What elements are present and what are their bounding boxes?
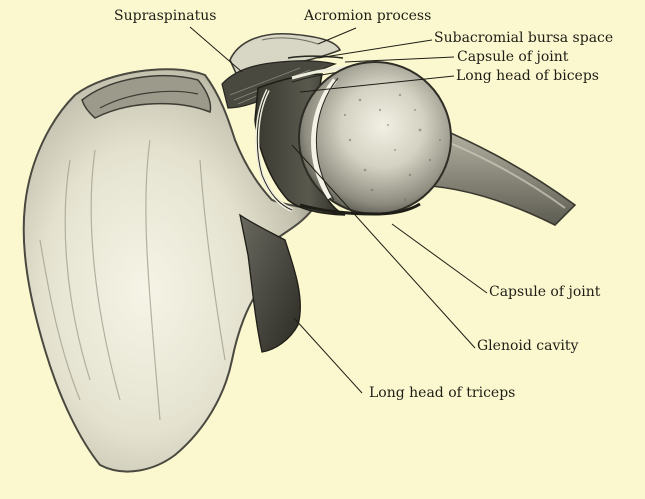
label-glenoid-cavity: Glenoid cavity bbox=[477, 338, 578, 354]
label-long-head-of-biceps: Long head of biceps bbox=[456, 68, 599, 84]
humeral-head bbox=[299, 62, 451, 214]
label-capsule-of-joint-upper: Capsule of joint bbox=[457, 49, 568, 65]
label-long-head-of-triceps: Long head of triceps bbox=[369, 385, 515, 401]
label-supraspinatus: Supraspinatus bbox=[114, 8, 216, 24]
label-subacromial-bursa-space: Subacromial bursa space bbox=[434, 30, 613, 46]
label-capsule-of-joint-lower: Capsule of joint bbox=[489, 284, 600, 300]
label-acromion-process: Acromion process bbox=[304, 8, 431, 24]
